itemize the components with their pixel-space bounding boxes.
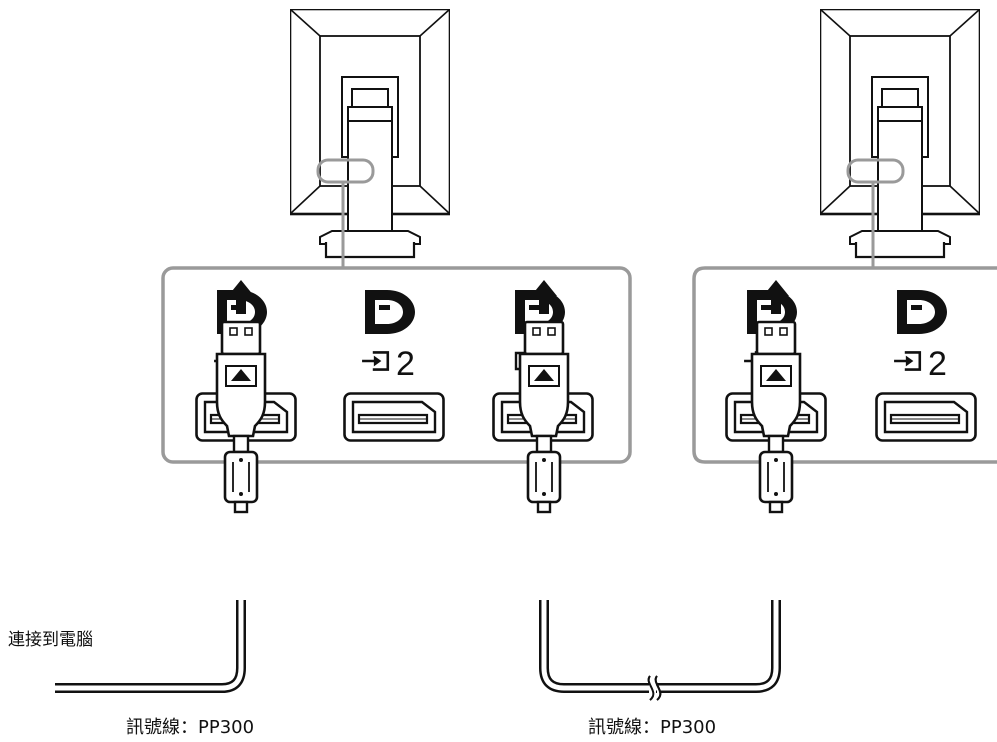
port-number: 2 [396, 345, 415, 383]
port-panel-1 [161, 266, 632, 464]
cable-2-core [541, 600, 779, 691]
cable-1-core [55, 600, 244, 691]
callout-marker-1 [316, 158, 375, 184]
callout-marker-2 [846, 158, 905, 184]
port-number: 2 [928, 345, 947, 383]
monitor-1-rear [290, 9, 450, 259]
cable-2-label: 訊號線：PP300 [588, 717, 717, 738]
monitor-2-rear [820, 9, 980, 259]
cable-1-label: 訊號線：PP300 [126, 717, 255, 738]
cable-2-outline [539, 600, 781, 693]
connect-to-pc-label: 連接到電腦 [8, 630, 93, 650]
